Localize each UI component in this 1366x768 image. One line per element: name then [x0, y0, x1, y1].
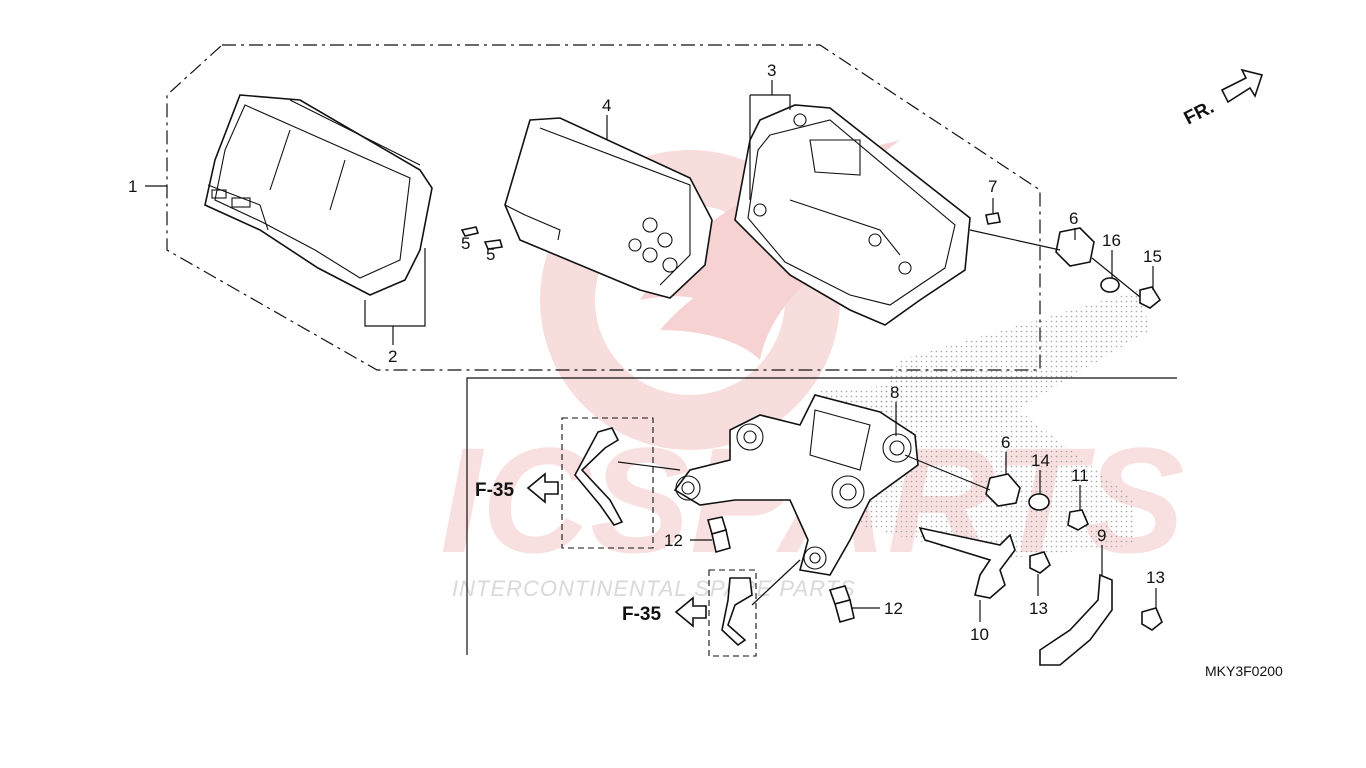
- watermark-tagline: INTERCONTINENTAL SPARE PARTS: [452, 576, 856, 601]
- bolt-13-a: [1029, 551, 1051, 574]
- callout-11: 11: [1071, 466, 1089, 485]
- upper-hardware: [969, 227, 1162, 309]
- lower-hardware: [904, 454, 1090, 531]
- assembly-outline-upper: [166, 44, 1041, 371]
- callout-labels: 1 2 3 4 5 5 6 16 15 7 8 6 14 11 9 12 12 …: [128, 61, 1165, 644]
- bolt-12-a: [706, 516, 731, 554]
- callout-7: 7: [988, 177, 997, 196]
- callout-5a: 5: [461, 234, 470, 253]
- callout-5b: 5: [486, 245, 495, 264]
- reference-label-lower: F-35: [622, 604, 662, 625]
- bolt-13-b: [1141, 607, 1163, 631]
- callout-15: 15: [1143, 247, 1162, 266]
- reference-clip-lower: [721, 577, 753, 647]
- callout-16: 16: [1102, 231, 1121, 250]
- pin-parts: [460, 226, 504, 250]
- reference-arrow-upper-icon: [526, 472, 559, 504]
- reference-box-upper: [561, 417, 654, 549]
- callout-1: 1: [128, 177, 137, 196]
- reference-box-lower: [708, 569, 757, 657]
- callout-4: 4: [602, 96, 611, 115]
- callout-9: 9: [1097, 526, 1106, 545]
- callout-14: 14: [1031, 451, 1050, 470]
- callout-2: 2: [388, 347, 397, 366]
- callout-6-lower: 6: [1001, 433, 1010, 452]
- callout-12-left: 12: [664, 531, 683, 550]
- callout-12-right: 12: [884, 599, 903, 618]
- reference-arrow-lower-icon: [674, 596, 707, 628]
- mounting-stay: [673, 394, 919, 576]
- screw-7: [985, 212, 1001, 225]
- leader-lines: [145, 80, 1157, 622]
- diagram-code: MKY3F0200: [1205, 663, 1283, 679]
- callout-3: 3: [767, 61, 776, 80]
- meter-unit: [504, 117, 713, 299]
- callout-10: 10: [970, 625, 989, 644]
- callout-13-a: 13: [1029, 599, 1048, 618]
- section-frame-lower: [466, 377, 1177, 655]
- direction-indicator: FR.: [1181, 68, 1264, 130]
- bracket-9: [1039, 573, 1113, 666]
- bolt-12-b: [828, 585, 855, 623]
- bracket-10: [918, 526, 1016, 599]
- callout-13-b: 13: [1146, 568, 1165, 587]
- meter-lens-housing: [204, 94, 433, 296]
- direction-label: FR.: [1181, 97, 1218, 130]
- direction-arrow-icon: [1220, 68, 1264, 104]
- callout-8: 8: [890, 383, 899, 402]
- meter-case: [734, 104, 971, 326]
- reference-clip-upper: [574, 427, 624, 526]
- callout-6-upper: 6: [1069, 209, 1078, 228]
- reference-label-upper: F-35: [475, 480, 515, 501]
